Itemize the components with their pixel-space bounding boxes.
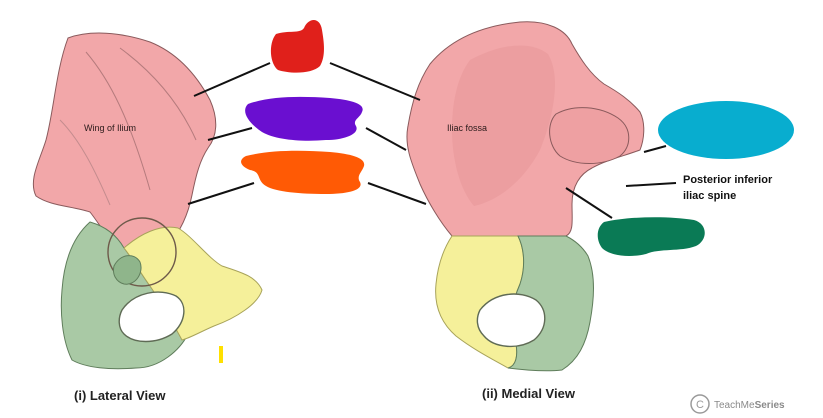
redacted-label-orange (241, 150, 365, 194)
lateral-hip-bone: Wing of Ilium (32, 32, 263, 370)
teachme-brand: C TeachMeSeries (690, 394, 785, 414)
copyright-glyph: C (696, 399, 704, 411)
leader-purple-right (365, 127, 407, 151)
callout-label-line1: Posterior inferior (683, 174, 773, 186)
medial-hip-bone: Iliac fossa (406, 21, 645, 372)
lateral-obturator-foramen (118, 291, 185, 343)
yellow-marker (219, 346, 223, 363)
lateral-ilium-ridge-3 (59, 119, 111, 206)
medial-fossa-label: Iliac fossa (447, 123, 487, 133)
lateral-ilium-ridge-2 (119, 47, 197, 141)
leader-red-left (193, 62, 271, 97)
redacted-label-cyan (658, 101, 794, 159)
lateral-ilium-ridge-1 (85, 51, 151, 191)
leader-orange-right (367, 182, 427, 205)
medial-view-caption: (ii) Medial View (482, 386, 576, 401)
leader-green (565, 187, 613, 219)
leader-pii-spine (625, 182, 677, 187)
redacted-label-green (597, 217, 705, 256)
lateral-ilium-region (32, 32, 217, 251)
leader-cyan (643, 145, 667, 153)
lateral-acetabular-notch (113, 255, 142, 285)
leader-purple-left (207, 127, 253, 141)
lateral-acetabulum (107, 217, 177, 287)
copyright-icon (690, 394, 710, 414)
brand-prefix: TeachMe (714, 400, 755, 411)
lateral-wing-label: Wing of Ilium (84, 123, 136, 133)
lateral-view-caption: (i) Lateral View (74, 388, 166, 403)
leader-orange-left (187, 182, 255, 205)
leader-lines (187, 62, 677, 219)
redacted-label-red (270, 20, 324, 73)
medial-obturator-foramen (476, 293, 546, 347)
callout-label-line2: iliac spine (683, 190, 736, 202)
leader-red-right (329, 62, 421, 101)
brand-suffix: Series (755, 400, 785, 411)
brand-text: TeachMeSeries (714, 400, 785, 411)
redacted-label-purple (245, 96, 363, 141)
medial-iliac-fossa-shade (452, 45, 555, 206)
medial-auricular-surface (549, 107, 630, 164)
